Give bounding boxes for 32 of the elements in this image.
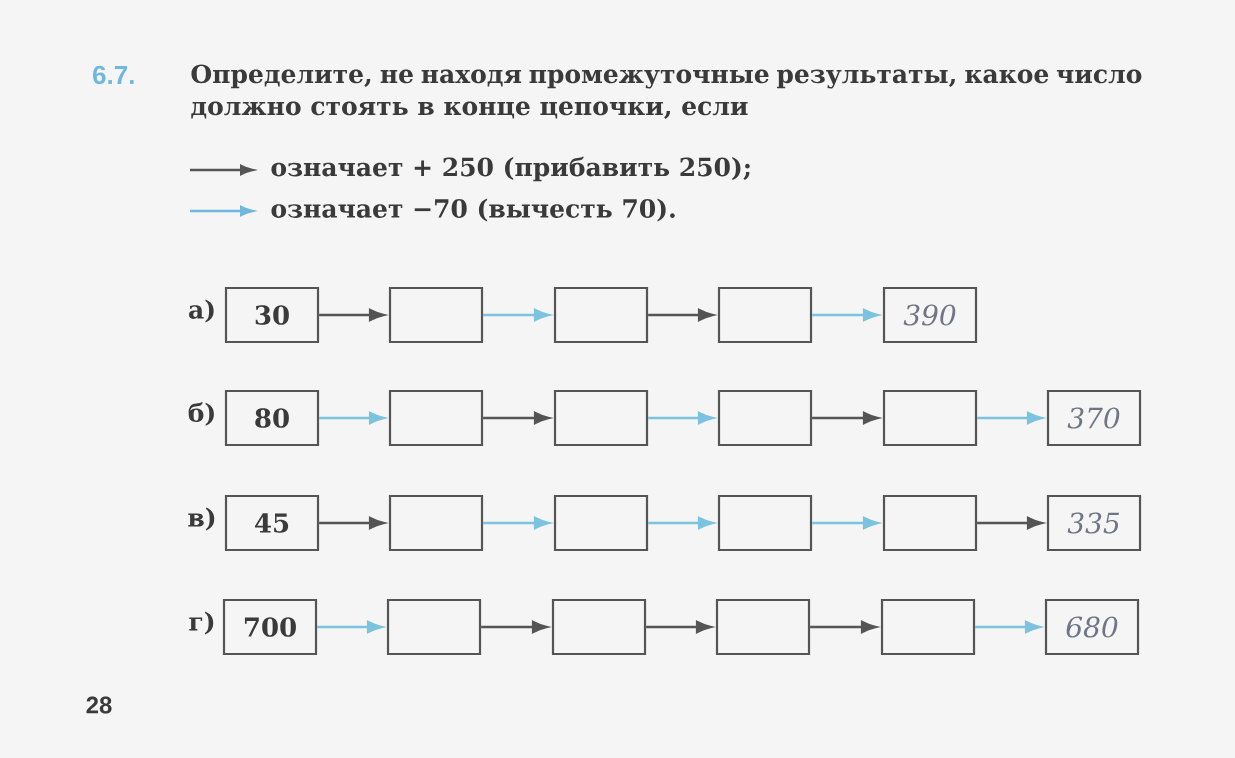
empty-box — [386, 598, 482, 656]
legend-text: означает + 250 (прибавить 250); — [271, 156, 750, 182]
number-box: 80 — [224, 389, 320, 447]
legend-text: означает −70 (вычесть 70). — [271, 198, 675, 222]
empty-box — [551, 598, 647, 656]
row-letter: а) — [189, 299, 214, 323]
empty-box — [715, 598, 811, 656]
exercise-number: 6.7. — [93, 65, 134, 85]
number-box: 30 — [224, 286, 320, 344]
empty-box — [388, 389, 484, 447]
empty-box — [717, 389, 813, 447]
answer-box: 680 — [1044, 598, 1140, 656]
empty-box — [553, 494, 649, 552]
empty-box — [388, 286, 484, 344]
empty-box — [717, 494, 813, 552]
answer-box: 390 — [882, 286, 978, 344]
number-box: 45 — [224, 494, 320, 552]
task-text: Определите, не находя промежуточные результаты, какое число должно стоять в конце цепочки, если — [191, 64, 1142, 120]
page-number: 28 — [86, 696, 112, 714]
answer-box: 370 — [1046, 389, 1142, 447]
empty-box — [553, 389, 649, 447]
number-box: 700 — [222, 598, 318, 656]
empty-box — [882, 494, 978, 552]
empty-box — [388, 494, 484, 552]
empty-box — [717, 286, 813, 344]
row-letter: г) — [189, 611, 214, 635]
row-letter: б) — [188, 402, 214, 426]
empty-box — [880, 598, 976, 656]
empty-box — [553, 286, 649, 344]
row-letter: в) — [188, 507, 215, 531]
empty-box — [882, 389, 978, 447]
answer-box: 335 — [1046, 494, 1142, 552]
